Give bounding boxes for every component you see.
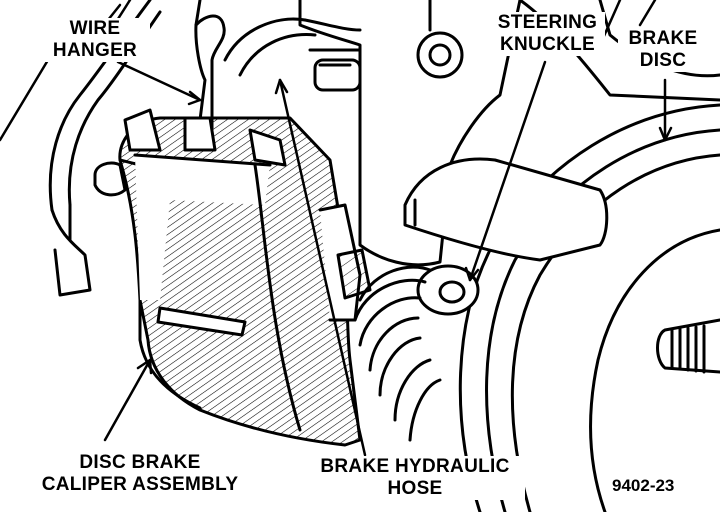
- label-steering-knuckle: STEERING KNUCKLE: [490, 12, 605, 56]
- label-caliper-line2: CALIPER ASSEMBLY: [41, 474, 239, 495]
- label-disc-brake-caliper: DISC BRAKE CALIPER ASSEMBLY: [40, 452, 240, 496]
- label-brake-disc-line2: DISC: [639, 50, 687, 71]
- label-caliper-line1: DISC BRAKE: [79, 452, 201, 473]
- label-brake-hydraulic-hose: BRAKE HYDRAULIC HOSE: [305, 456, 525, 500]
- label-brake-disc: BRAKE DISC: [618, 28, 708, 72]
- label-wire-hanger: WIRE HANGER: [40, 18, 150, 62]
- label-hose-line1: BRAKE HYDRAULIC: [320, 456, 510, 477]
- disc-brake-caliper: [93, 108, 372, 447]
- label-steering-knuckle-line1: STEERING: [497, 12, 598, 33]
- wire-hanger: [194, 0, 226, 130]
- label-hose-line2: HOSE: [387, 478, 443, 499]
- figure-number: 9402-23: [612, 476, 675, 495]
- label-steering-knuckle-line2: KNUCKLE: [500, 34, 595, 55]
- label-wire-hanger-line1: WIRE: [69, 18, 121, 39]
- label-brake-disc-line1: BRAKE: [628, 28, 698, 49]
- label-wire-hanger-line2: HANGER: [52, 40, 138, 61]
